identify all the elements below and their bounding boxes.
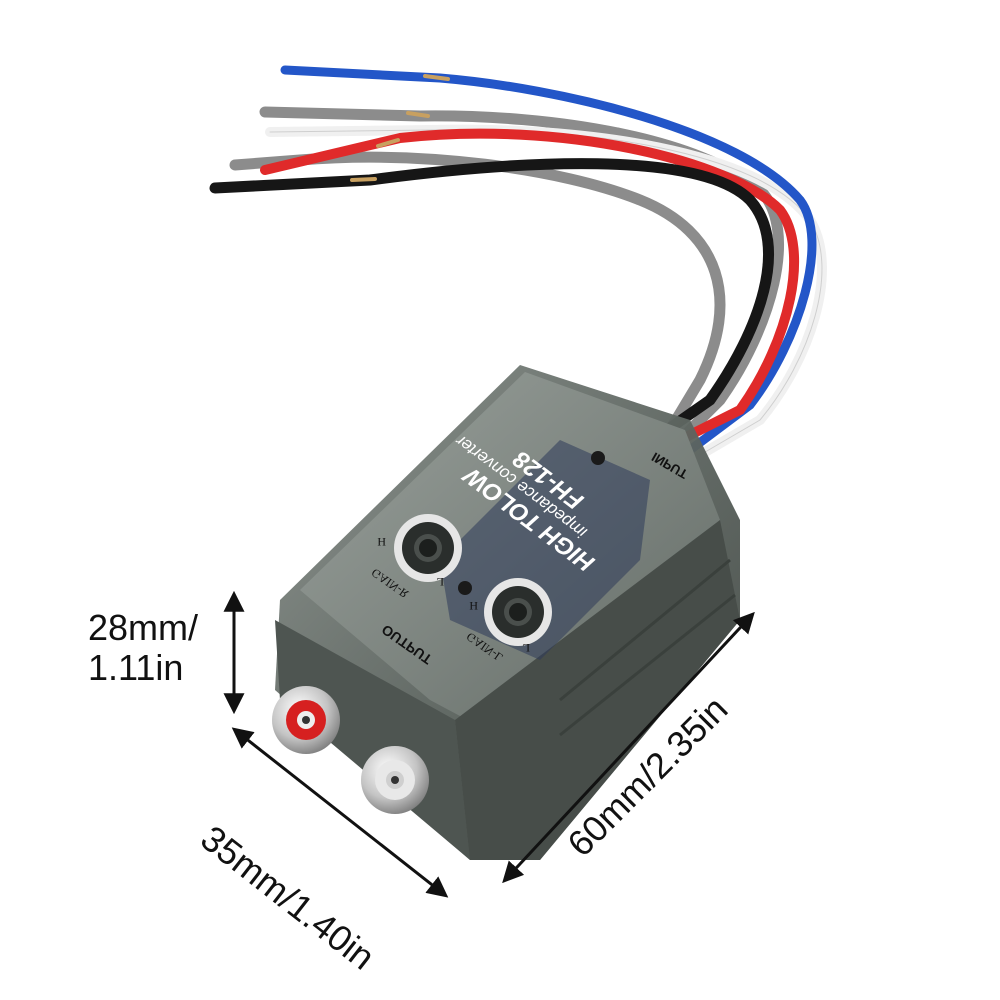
length-arrow [502, 611, 755, 884]
height-line-1: 28mm/ [88, 607, 199, 648]
wire-black [209, 158, 775, 441]
gain-r-knob[interactable] [394, 514, 462, 582]
wire-blue [280, 65, 817, 455]
gain-l-low: L [523, 641, 530, 655]
width-arrow [231, 727, 449, 898]
led-indicator [591, 451, 605, 465]
height-line-2: 1.11in [88, 647, 184, 688]
wire-tip [423, 74, 450, 81]
wire-tip [376, 138, 400, 148]
gain-l-high: H [469, 599, 478, 613]
wire-tip [406, 111, 430, 118]
wire-red [260, 128, 800, 445]
led-indicator [458, 581, 472, 595]
height-dimension-label: 28mm/ 1.11in [88, 608, 198, 688]
gain-r-low: L [437, 575, 444, 589]
rca-jack-white[interactable] [361, 746, 429, 814]
rca-jack-red[interactable] [272, 686, 340, 754]
gain-r-high: H [377, 535, 386, 549]
wire-bundle [209, 65, 827, 460]
gain-l-knob[interactable] [484, 578, 552, 646]
wire-tip [350, 177, 377, 182]
wire-gray-2 [229, 151, 726, 436]
